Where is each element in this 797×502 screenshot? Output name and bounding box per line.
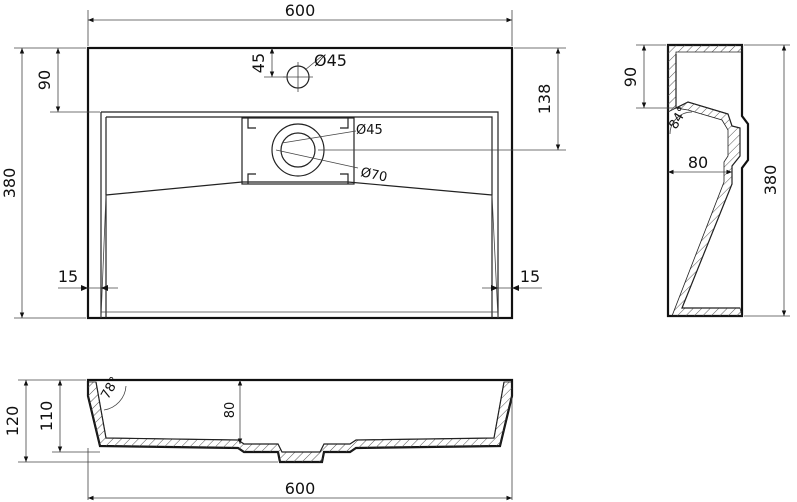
- dim-leader: [281, 130, 357, 144]
- top-view-corner-lines: [100, 194, 499, 319]
- dim-drain-inner-dia-label: Ø45: [356, 123, 383, 138]
- drain-outer-circle: [271, 123, 325, 177]
- dim-tap-dia-label: Ø45: [314, 51, 347, 70]
- top-view-basin-edge: [100, 111, 499, 318]
- top-view-outline: [86, 46, 514, 320]
- dim-drain-offset-label: 138: [535, 84, 554, 115]
- dim-front-inner-height-label: 110: [37, 401, 56, 432]
- side-view-outline: [666, 43, 750, 318]
- side-view: 90 84° 80 380: [621, 43, 790, 318]
- front-view: 120 110 78° 80 600: [3, 375, 514, 501]
- dim-side-depth-label: 80: [688, 153, 708, 172]
- dim-side-height-label: 380: [761, 165, 780, 196]
- front-view-hatch: [87, 381, 513, 463]
- dim-drain-outer-dia-label: Ø70: [359, 165, 388, 185]
- side-view-hatch-top: [667, 44, 743, 113]
- dim-front-bowl-depth-label: 80: [223, 402, 238, 419]
- dim-front-width-label: 600: [285, 479, 316, 498]
- front-view-outline: [86, 378, 514, 464]
- dim-tap-offset-label: 90: [35, 70, 54, 90]
- side-view-hatch-wall: [671, 101, 743, 317]
- dim-front-angle-arc: [103, 385, 127, 411]
- top-view-basin-inner-edge: [105, 116, 493, 318]
- drain-box: [241, 117, 355, 185]
- dim-left-rim-label: 15: [58, 267, 78, 286]
- dim-width-label: 600: [285, 1, 316, 20]
- dim-front-angle-label: 78°: [98, 375, 123, 402]
- drain-inner-circle: [280, 132, 316, 168]
- top-view: 600 380 90 45 Ø45 138 Ø45 Ø70 15: [0, 1, 566, 320]
- dim-arrows: [81, 285, 108, 291]
- dim-side-angle-arc: [669, 111, 693, 135]
- dim-right-rim-label: 15: [520, 267, 540, 286]
- top-view-slope-line: [105, 181, 493, 196]
- dim-height-label: 380: [0, 168, 19, 199]
- front-view-inner-profile: [95, 381, 505, 453]
- dim-leader: [275, 149, 359, 169]
- drain-box-corners: [247, 118, 349, 184]
- dim-tap-hole-offset-label: 45: [249, 53, 268, 73]
- dim-arrows: [491, 285, 519, 291]
- dim-side-top-offset-label: 90: [621, 67, 640, 87]
- dim-leader: [304, 55, 323, 71]
- dim-front-total-height-label: 120: [3, 406, 22, 437]
